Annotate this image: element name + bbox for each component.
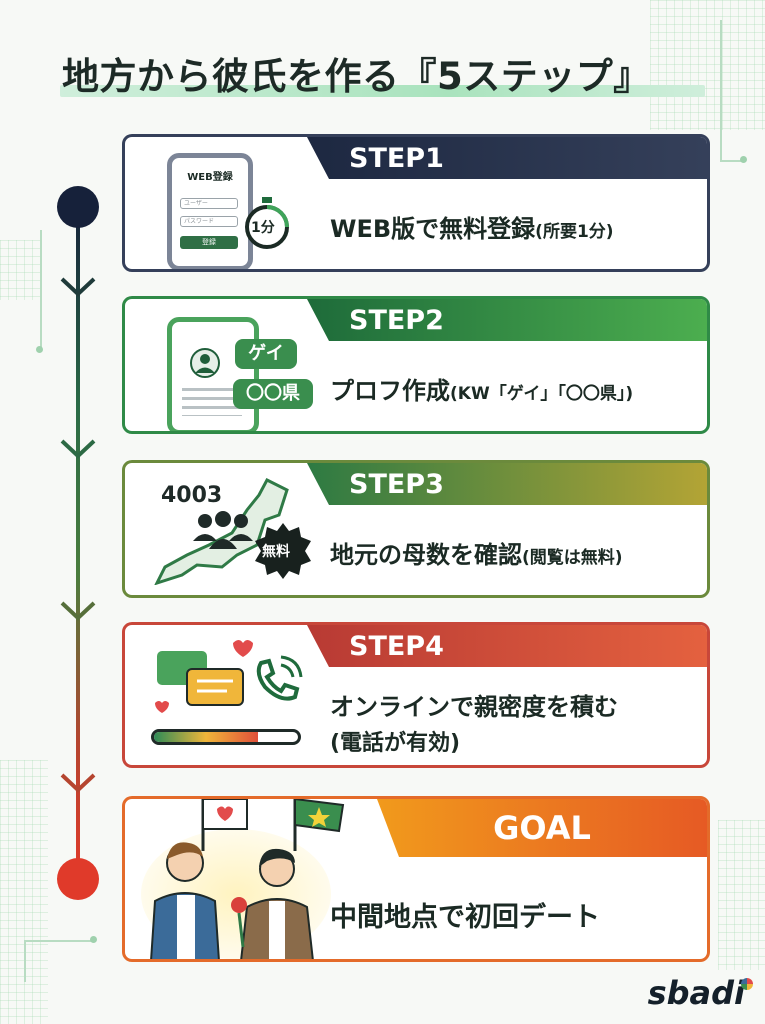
page-title: 地方から彼氏を作る『5ステップ』 (62, 55, 651, 98)
timer-label: 1分 (251, 220, 275, 236)
step1-banner: STEP1 (307, 137, 707, 179)
pixel-pattern-bottom-left (0, 760, 48, 1024)
step4-label: STEP4 (349, 630, 444, 662)
step4-banner: STEP4 (307, 625, 707, 667)
step1-description: WEB版で無料登録(所要1分) (330, 215, 614, 243)
circuit-line (24, 940, 96, 982)
star-flag-icon (293, 799, 345, 851)
pixel-pattern-left (0, 240, 40, 300)
step3-card: STEP3 4003 無料 地元の母数を確認(閲覧は無料) (122, 460, 710, 598)
pixel-pattern-bottom-right (718, 820, 765, 970)
timeline-line (76, 205, 80, 877)
chevron-down-icon (60, 439, 96, 459)
circuit-dot (740, 156, 747, 163)
step2-description: プロフ作成(KW「ゲイ」「〇〇県」) (330, 377, 634, 405)
circuit-line (10, 230, 42, 350)
chevron-down-icon (60, 773, 96, 793)
user-avatar-icon (190, 348, 220, 378)
brand-logo: sbadi (647, 974, 745, 1012)
intimacy-progress-fill (154, 732, 258, 742)
step4-card: STEP4 オンラインで親密度を積む (電話が有効) (122, 622, 710, 768)
step4-description: オンラインで親密度を積む (330, 693, 618, 721)
step3-banner: STEP3 (307, 463, 707, 505)
step2-banner: STEP2 (307, 299, 707, 341)
chat-bubbles-icon (155, 640, 253, 713)
timeline-goal-dot (57, 858, 99, 900)
chevron-down-icon (60, 277, 96, 297)
prefecture-tag: 〇〇県 (233, 379, 313, 409)
step2-card: STEP2 ゲイ 〇〇県 プロフ作成(KW「ゲイ」「〇〇県」) (122, 296, 710, 434)
member-count: 4003 (161, 483, 223, 508)
gay-tag: ゲイ (235, 339, 297, 369)
goal-description: 中間地点で初回デート (330, 902, 600, 933)
goal-card: GOAL 中間地点で初回デート (122, 796, 710, 962)
chevron-down-icon (60, 601, 96, 621)
step1-card: STEP1 WEB登録 ユーザー パスワード 登録 1分 WEB版で無料登録(所… (122, 134, 710, 272)
brand-logo-accent (741, 978, 753, 990)
goal-label: GOAL (493, 809, 591, 847)
timeline-start-dot (57, 186, 99, 228)
circuit-dot (90, 936, 97, 943)
username-field: ユーザー (180, 198, 238, 209)
phone-call-icon (256, 655, 303, 701)
step3-description: 地元の母数を確認(閲覧は無料) (330, 541, 623, 569)
phone-illustration: WEB登録 ユーザー パスワード 登録 (167, 153, 253, 269)
stopwatch-icon (245, 197, 289, 249)
phone-illustration (167, 317, 259, 431)
step3-label: STEP3 (349, 468, 444, 500)
pixel-pattern-top-right (650, 0, 765, 130)
step4-note: (電話が有効) (330, 731, 461, 756)
phone-title: WEB登録 (187, 172, 233, 183)
register-button: 登録 (180, 236, 238, 249)
couple-illustration (150, 842, 314, 959)
free-badge-icon (255, 523, 311, 579)
circuit-line (720, 20, 746, 162)
title-highlight (60, 85, 705, 97)
heart-flag-icon (201, 799, 248, 851)
profile-lines (182, 388, 242, 416)
step1-label: STEP1 (349, 142, 444, 174)
free-badge-label: 無料 (262, 544, 290, 560)
circuit-dot (36, 346, 43, 353)
goal-banner: GOAL (377, 799, 707, 857)
intimacy-progress-bar (151, 729, 301, 745)
people-group-icon (193, 511, 253, 549)
password-field: パスワード (180, 216, 238, 227)
step2-label: STEP2 (349, 304, 444, 336)
